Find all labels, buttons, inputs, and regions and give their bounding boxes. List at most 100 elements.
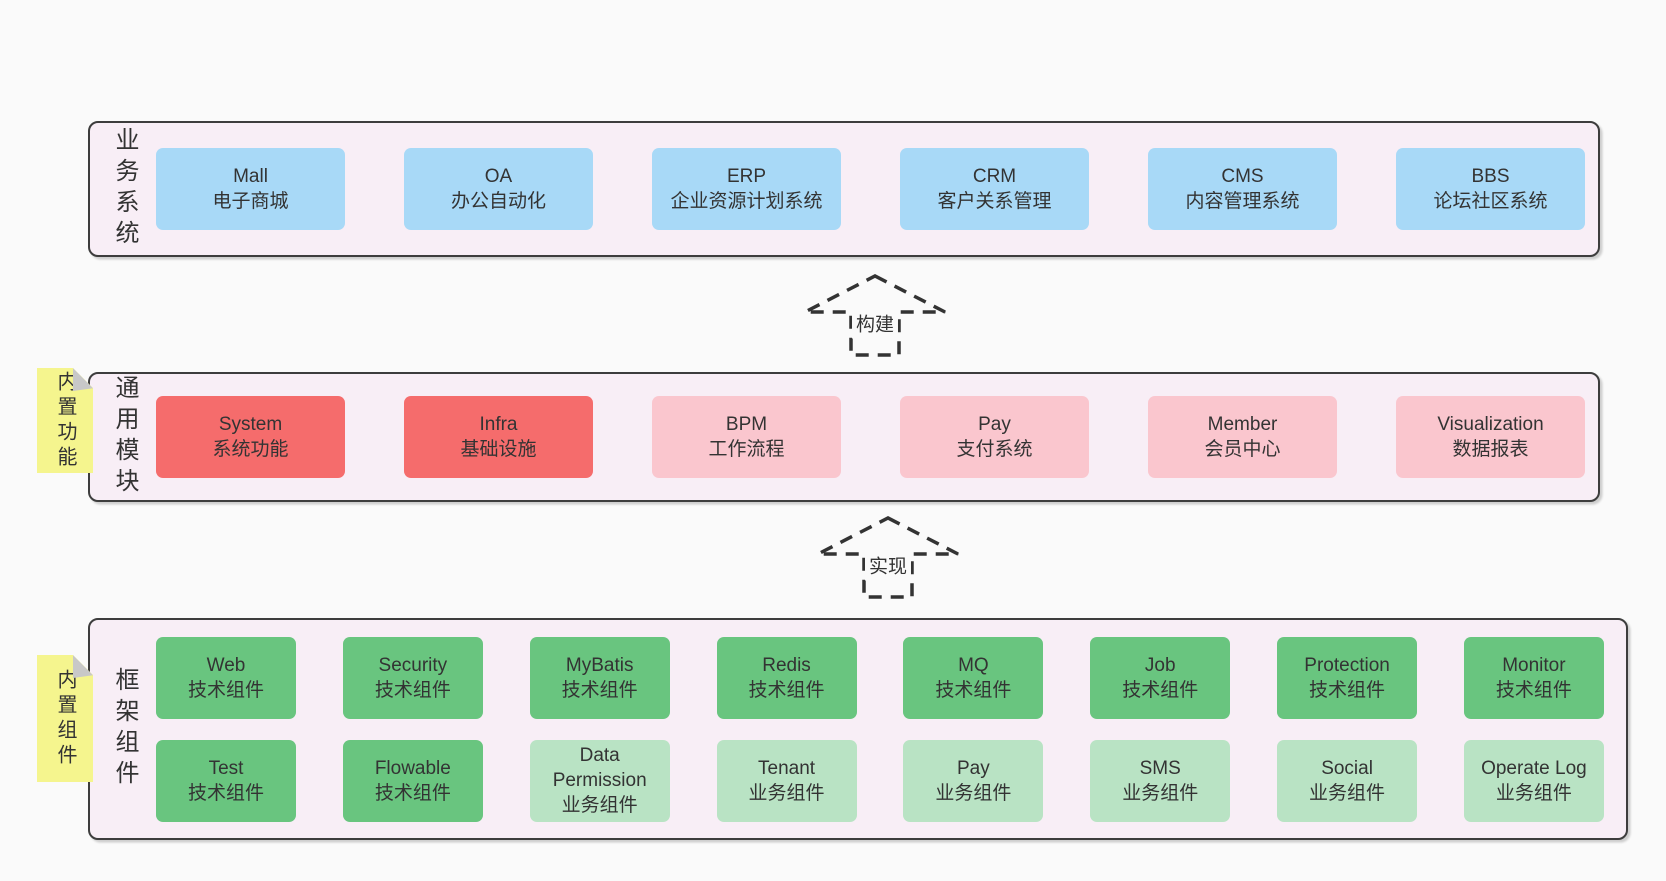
box-social: Social 业务组件 [1277,739,1418,822]
layer-framework-label: 框架组件 [99,620,149,838]
box-subtitle: 技术组件 [374,782,451,804]
box-bpm: BPM 工作流程 [652,396,841,478]
arrow-build-label: 构建 [851,307,899,339]
box-title: Flowable [374,757,451,779]
box-tenant: Tenant 业务组件 [716,739,857,822]
box-redis: Redis 技术组件 [716,636,857,719]
box-title: Pay [978,414,1011,435]
box-visualization: Visualization 数据报表 [1396,396,1585,478]
box-oa: OA 办公自动化 [404,148,593,230]
box-title: BBS [1471,166,1510,187]
box-subtitle: 企业资源计划系统 [670,191,823,212]
layer-label-text: 业务系统 [111,127,138,251]
box-subtitle: 电子商城 [212,191,289,212]
arrow-implement: 实现 [813,516,963,600]
box-title: BPM [725,414,768,435]
box-title: CRM [972,166,1017,187]
box-title: Operate Log [1481,757,1587,779]
box-subtitle: 技术组件 [374,679,451,701]
box-subtitle: 业务组件 [748,782,825,804]
box-subtitle: 技术组件 [187,782,264,804]
box-title: Monitor [1502,654,1566,676]
box-cms: CMS 内容管理系统 [1148,148,1337,230]
framework-row-2: Test 技术组件 Flowable 技术组件 Data Permission … [156,739,1604,822]
box-subtitle: 支付系统 [956,439,1033,460]
box-infra: Infra 基础设施 [404,396,593,478]
box-mall: Mall 电子商城 [156,148,345,230]
box-subtitle: 论坛社区系统 [1433,191,1548,212]
box-title: Member [1207,414,1278,435]
box-subtitle: 内容管理系统 [1185,191,1300,212]
box-subtitle: 技术组件 [561,679,638,701]
box-title: System [218,414,283,435]
box-title: Visualization [1437,414,1544,435]
box-monitor: Monitor 技术组件 [1463,636,1604,719]
box-sms: SMS 业务组件 [1090,739,1231,822]
box-title: Infra [479,414,518,435]
box-subtitle: 业务组件 [1122,782,1199,804]
framework-grid: Web 技术组件 Security 技术组件 MyBatis 技术组件 Redi… [149,620,1626,838]
box-mybatis: MyBatis 技术组件 [529,636,670,719]
box-subtitle: 工作流程 [708,439,785,460]
box-subtitle: 业务组件 [935,782,1012,804]
box-mq: MQ 技术组件 [903,636,1044,719]
modules-row: System 系统功能 Infra 基础设施 BPM 工作流程 Pay 支付系统… [149,374,1598,500]
layer-modules: 通用模块 System 系统功能 Infra 基础设施 BPM 工作流程 Pay… [88,372,1600,502]
box-subtitle: 基础设施 [460,439,537,460]
box-subtitle: 业务组件 [1495,782,1572,804]
business-row: Mall 电子商城 OA 办公自动化 ERP 企业资源计划系统 CRM 客户关系… [149,123,1598,255]
box-system: System 系统功能 [156,396,345,478]
arrow-implement-label: 实现 [864,549,912,581]
box-member: Member 会员中心 [1148,396,1337,478]
box-title: OA [484,166,513,187]
box-title: Pay [957,757,990,779]
box-title: Security [378,654,448,676]
box-bbs: BBS 论坛社区系统 [1396,148,1585,230]
framework-row-1: Web 技术组件 Security 技术组件 MyBatis 技术组件 Redi… [156,636,1604,719]
note-built-in-components: 内置组件 [37,655,93,782]
box-operate-log: Operate Log 业务组件 [1463,739,1604,822]
layer-business-label: 业务系统 [99,123,149,255]
box-title: MyBatis [565,654,634,676]
box-title: Social [1321,757,1373,779]
box-job: Job 技术组件 [1090,636,1231,719]
box-subtitle: 业务组件 [1309,782,1386,804]
box-pay-component: Pay 业务组件 [903,739,1044,822]
box-title: Protection [1304,654,1390,676]
box-subtitle: 技术组件 [187,679,264,701]
box-pay-module: Pay 支付系统 [900,396,1089,478]
box-title: Mall [233,166,268,187]
box-subtitle: 技术组件 [1309,679,1386,701]
box-title: Job [1144,654,1176,676]
box-security: Security 技术组件 [342,636,483,719]
note-built-in-features: 内置功能 [37,368,93,473]
box-subtitle: 数据报表 [1452,439,1529,460]
box-erp: ERP 企业资源计划系统 [652,148,841,230]
layer-label-text: 通用模块 [111,375,138,499]
box-subtitle: 技术组件 [1495,679,1572,701]
box-title: CMS [1221,166,1264,187]
box-subtitle: 技术组件 [1122,679,1199,701]
box-subtitle: 会员中心 [1204,439,1281,460]
box-title: Redis [762,654,811,676]
box-test: Test 技术组件 [156,739,296,822]
box-web: Web 技术组件 [156,636,296,719]
box-subtitle: 业务组件 [561,795,638,816]
dashed-up-arrow-icon [804,274,946,357]
box-subtitle: 技术组件 [748,679,825,701]
box-flowable: Flowable 技术组件 [342,739,483,822]
box-crm: CRM 客户关系管理 [900,148,1089,230]
box-title: MQ [958,654,989,676]
layer-business: 业务系统 Mall 电子商城 OA 办公自动化 ERP 企业资源计划系统 CRM… [88,121,1600,257]
box-title: ERP [726,166,767,187]
box-protection: Protection 技术组件 [1277,636,1418,719]
layer-modules-label: 通用模块 [99,374,149,500]
box-subtitle: 办公自动化 [450,191,546,212]
note-text: 内置组件 [54,668,76,769]
layer-framework: 框架组件 Web 技术组件 Security 技术组件 MyBatis 技术组件… [88,618,1628,840]
box-title: Data Permission [552,745,647,791]
box-subtitle: 技术组件 [935,679,1012,701]
box-subtitle: 客户关系管理 [937,191,1052,212]
note-text: 内置功能 [54,370,76,471]
box-title: Test [208,757,244,779]
